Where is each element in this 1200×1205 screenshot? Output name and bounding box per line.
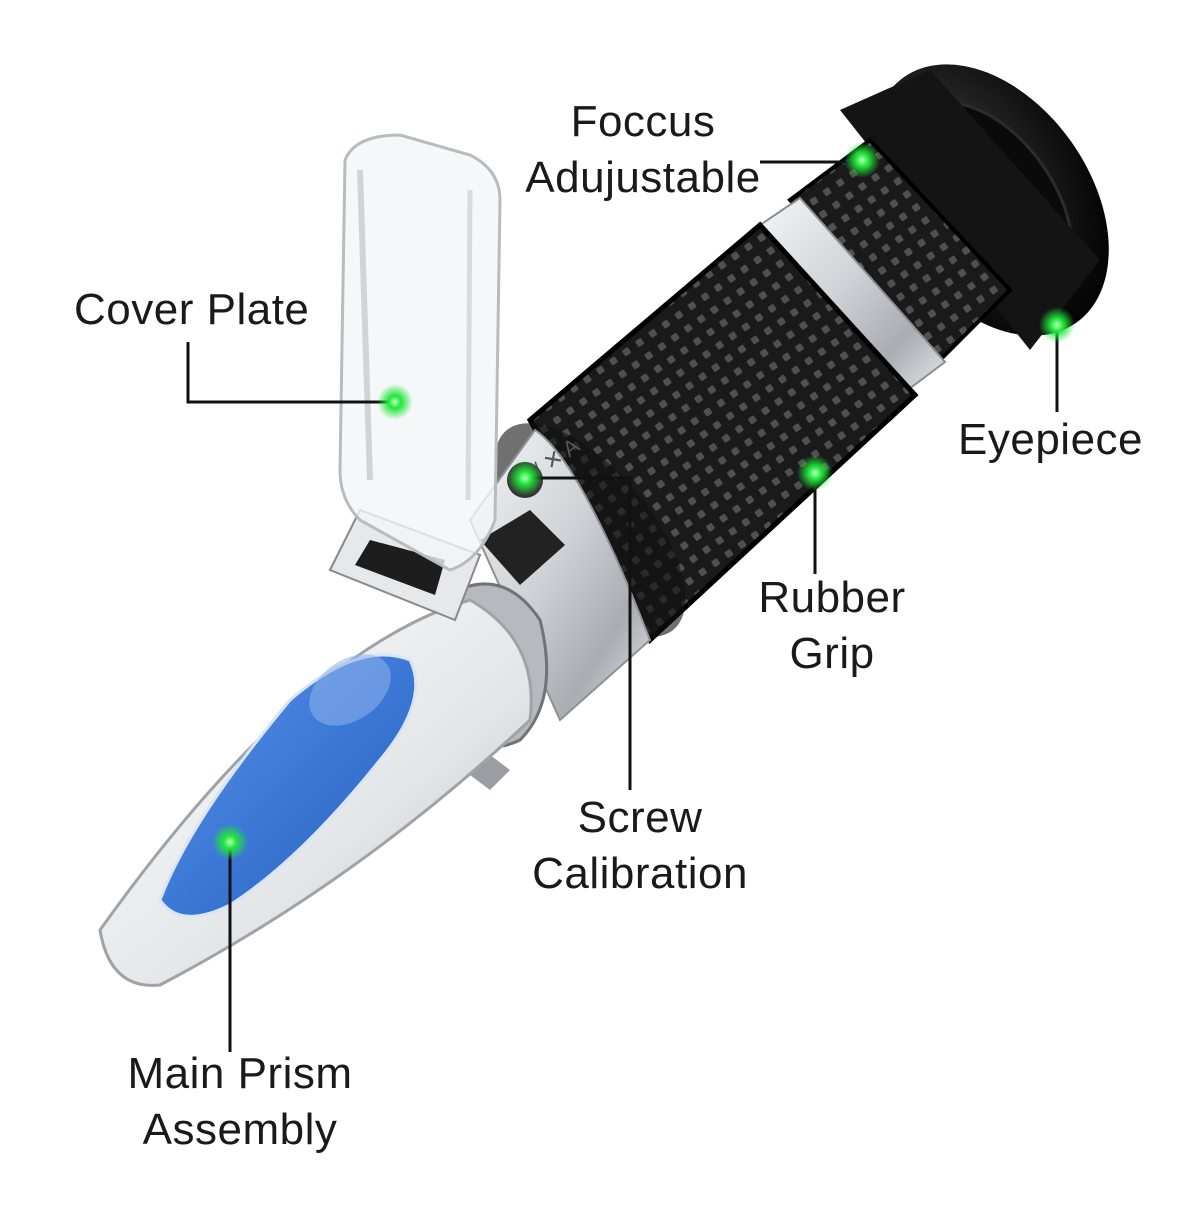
marker-focus: [844, 142, 880, 178]
marker-eyepiece: [1039, 307, 1075, 343]
leader-screw: [525, 476, 632, 790]
marker-rubber: [797, 455, 833, 491]
label-eyepiece: Eyepiece: [958, 412, 1143, 468]
label-focus-line1: Foccus: [570, 97, 716, 146]
marker-screw: [507, 460, 543, 496]
prism-body: [98, 598, 533, 987]
label-screw-calibration: Screw Calibration: [532, 790, 748, 902]
marker-cover: [377, 384, 413, 420]
leader-cover: [186, 342, 395, 404]
hinge: [328, 508, 482, 622]
label-rubber-line2: Grip: [789, 629, 875, 678]
label-rubber-grip: Rubber Grip: [758, 570, 905, 682]
label-screw-line2: Calibration: [532, 849, 748, 898]
label-prism-line2: Assembly: [142, 1105, 338, 1154]
label-prism-line1: Main Prism: [127, 1049, 353, 1098]
label-main-prism-assembly: Main Prism Assembly: [127, 1046, 352, 1158]
marker-prism: [212, 824, 248, 860]
leader-lines: [186, 160, 1059, 1052]
label-cover-line1: Cover Plate: [74, 285, 310, 334]
label-rubber-line1: Rubber: [758, 573, 906, 622]
markers: [212, 142, 1075, 860]
label-focus-line2: Adujustable: [525, 153, 761, 202]
label-eyepiece-line1: Eyepiece: [958, 415, 1144, 464]
cover-plate: [338, 133, 502, 572]
label-focus-adjustable: Foccus Adujustable: [525, 94, 760, 206]
label-cover-plate: Cover Plate: [74, 282, 309, 338]
label-screw-line1: Screw: [577, 793, 703, 842]
